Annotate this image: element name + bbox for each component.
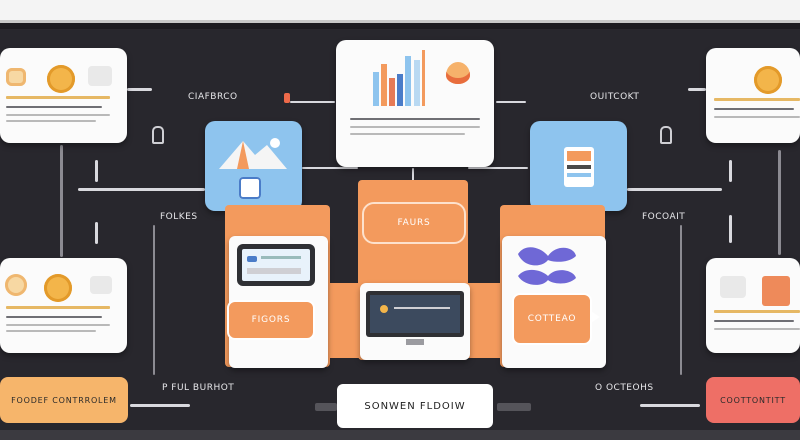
building-icon xyxy=(762,276,790,306)
card-monitor xyxy=(360,283,470,360)
wire-right-top-horizontal xyxy=(688,88,706,91)
text-line xyxy=(350,133,465,135)
text-line xyxy=(6,106,102,108)
monitor-icon xyxy=(366,291,464,337)
card-top-right xyxy=(706,48,800,143)
wedge-icon xyxy=(88,66,112,86)
wire-right-inner-vertical xyxy=(680,225,682,375)
wire-left-mid-horizontal xyxy=(78,188,205,191)
card-blue-left xyxy=(205,121,302,211)
doc-icon xyxy=(239,177,261,199)
cone-icon xyxy=(446,62,470,84)
wire-right-mid-horizontal xyxy=(627,188,722,191)
card-mid-right xyxy=(706,258,800,353)
wedge-icon xyxy=(720,276,746,298)
mountain-icon xyxy=(219,138,287,169)
label-top-left: CIAFBRCO xyxy=(188,92,238,102)
label-top-right: OUITCOKT xyxy=(590,92,640,102)
right-arrow-button[interactable]: COTTEAO xyxy=(512,293,592,345)
divider-line xyxy=(6,96,110,99)
label-mid-left: FOLKES xyxy=(160,212,198,222)
wire-bottom-left xyxy=(130,404,190,407)
wire-top-left-link xyxy=(290,101,335,103)
coin-icon xyxy=(754,66,782,94)
top-bar xyxy=(0,0,800,23)
wire-bottom-title-left xyxy=(315,403,337,411)
wire-left-inner-vertical xyxy=(153,225,155,375)
bottom-bar xyxy=(0,430,800,440)
divider-line xyxy=(714,98,800,101)
label-bottom-right: O OCTEOHS xyxy=(595,383,654,393)
card-blue-right xyxy=(530,121,627,211)
wire-center-right-horizontal xyxy=(468,167,528,169)
wire-bottom-right xyxy=(640,404,700,407)
coin-icon xyxy=(5,274,27,296)
left-arrow-button[interactable]: FIGORS xyxy=(227,300,315,340)
text-line xyxy=(6,316,102,318)
tablet-icon xyxy=(237,244,315,286)
coin-icon xyxy=(47,65,75,93)
wire-left-vertical xyxy=(60,145,63,257)
text-line xyxy=(714,320,794,322)
wire-right-vertical xyxy=(778,150,781,255)
arrow-right-icon xyxy=(592,312,600,322)
wire-right-short-1 xyxy=(729,160,732,182)
coin-icon xyxy=(6,68,26,86)
divider-line xyxy=(714,310,800,313)
arrow-marker-icon xyxy=(284,93,290,103)
wire-top-right-link xyxy=(496,101,526,103)
wire-center-left-horizontal xyxy=(302,167,358,169)
text-line xyxy=(6,324,110,326)
text-line xyxy=(6,114,110,116)
bottom-right-box[interactable]: COOTTONTITT xyxy=(706,377,800,423)
label-bottom-left: P FUL BURHOT xyxy=(162,383,235,393)
bottom-left-box[interactable]: FOODEF CONTRROLEM xyxy=(0,377,128,423)
card-mid-left xyxy=(0,258,127,353)
label-mid-right: FOCOAIT xyxy=(642,212,686,222)
center-pill[interactable]: FAURS xyxy=(362,202,466,244)
lock-icon xyxy=(152,126,164,144)
wedge-icon xyxy=(90,276,112,294)
bars-icon xyxy=(373,50,425,106)
wire-left-short-2 xyxy=(95,222,98,244)
wire-left-short-1 xyxy=(95,160,98,182)
text-line xyxy=(6,120,96,122)
coin-icon xyxy=(44,274,72,302)
text-line xyxy=(714,328,800,330)
lock-icon xyxy=(660,126,672,144)
wire-left-top-horizontal xyxy=(127,88,152,91)
title-box: SONWEN FLDOIW xyxy=(337,384,493,428)
text-line xyxy=(350,126,480,128)
wire-right-short-2 xyxy=(729,215,732,243)
text-line xyxy=(714,116,800,118)
wire-bottom-title-right xyxy=(497,403,531,411)
text-line xyxy=(714,108,794,110)
card-top-center xyxy=(336,40,494,167)
window-icon xyxy=(564,147,594,187)
divider-line xyxy=(6,306,110,309)
blob-icon xyxy=(518,247,576,285)
wire-center-vertical xyxy=(412,168,414,188)
card-top-left xyxy=(0,48,127,143)
text-line xyxy=(6,330,96,332)
text-line xyxy=(350,118,480,120)
